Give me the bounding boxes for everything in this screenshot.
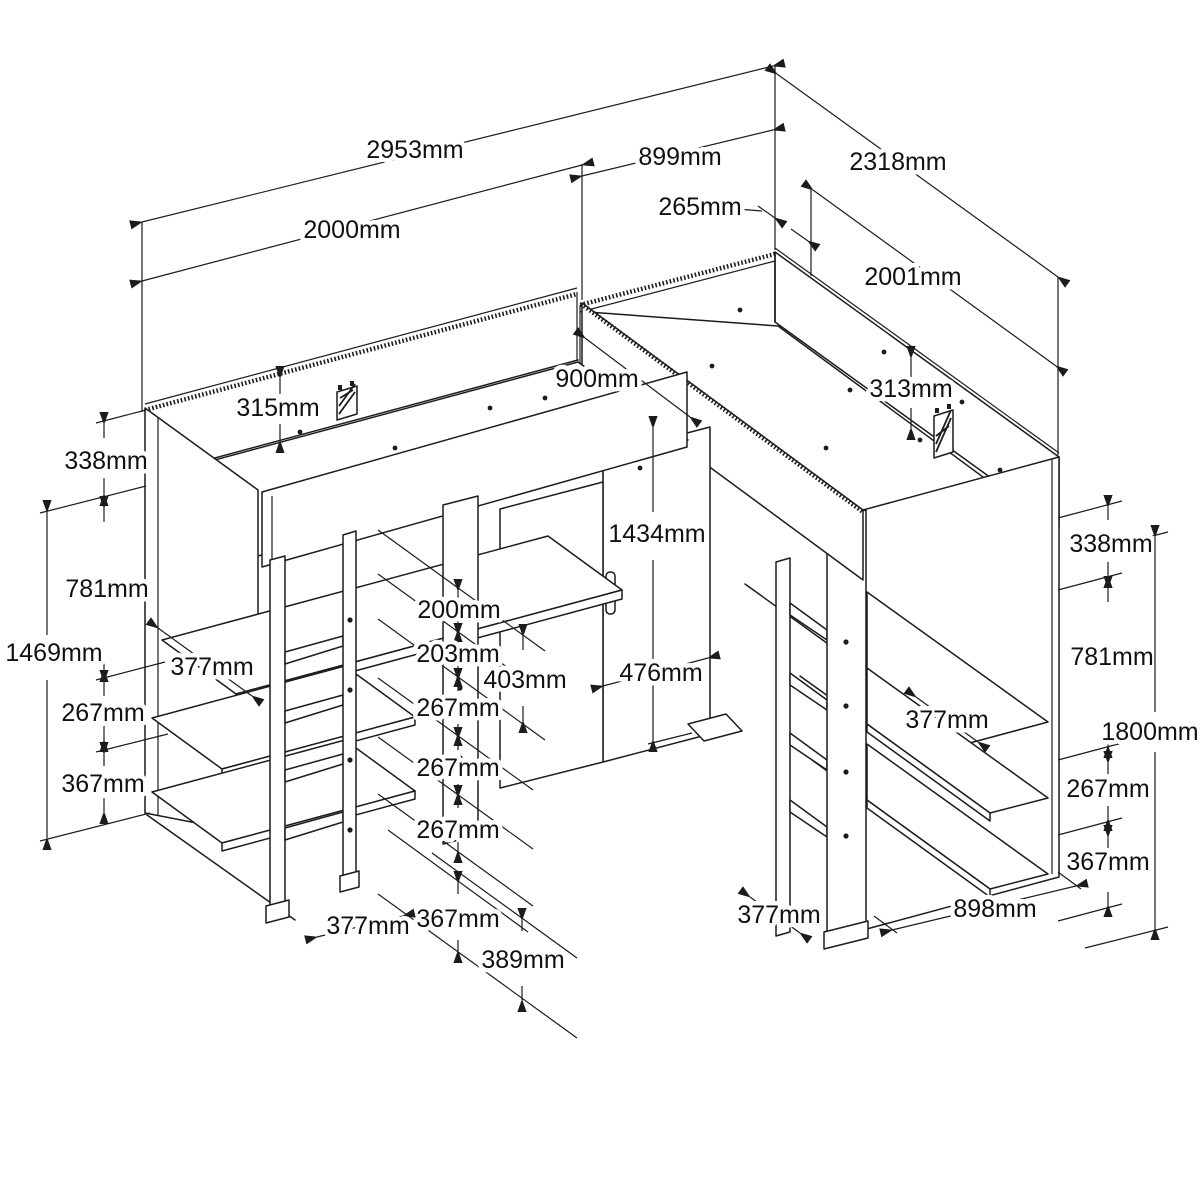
dim-1434: 1434mm <box>604 416 710 752</box>
dim-left-377: 377mm <box>145 617 265 707</box>
svg-text:338mm: 338mm <box>64 447 147 475</box>
dim-right-377: 377mm <box>901 686 993 753</box>
dim-898: 898mm <box>873 871 1089 938</box>
svg-text:267mm: 267mm <box>1066 775 1149 803</box>
dim-315: 315mm <box>232 366 324 453</box>
left-bed-back-rail-edge <box>144 291 578 413</box>
dim-2000: 2000mm <box>129 157 595 289</box>
dim-mid-203: 203mm <box>412 623 504 687</box>
svg-text:313mm: 313mm <box>869 375 952 403</box>
dim-left-338: 338mm <box>60 412 152 506</box>
dim-mid-367: 367mm <box>412 871 504 963</box>
left-ladder-foot <box>265 899 290 924</box>
svg-text:267mm: 267mm <box>61 699 144 727</box>
svg-text:267mm: 267mm <box>416 816 499 844</box>
dim-mid-267c: 267mm <box>412 785 504 863</box>
svg-text:476mm: 476mm <box>619 659 702 687</box>
svg-text:367mm: 367mm <box>1066 848 1149 876</box>
svg-text:2001mm: 2001mm <box>864 263 961 291</box>
svg-text:403mm: 403mm <box>483 666 566 694</box>
dimensions: 2953mm 2000mm 899mm 265mm 2318mm 2001mm … <box>1 58 1200 1039</box>
dim-mid-389: 389mm <box>477 908 569 1012</box>
dim-right-781: 781mm <box>1066 576 1158 758</box>
svg-text:781mm: 781mm <box>65 575 148 603</box>
svg-text:377mm: 377mm <box>905 706 988 734</box>
dim-2001: 2001mm <box>800 179 1069 377</box>
dim-mid-267b: 267mm <box>412 727 504 805</box>
dim-mid-403: 403mm <box>479 624 571 733</box>
dim-right-377b: 377mm <box>733 886 825 944</box>
svg-text:265mm: 265mm <box>658 193 741 221</box>
vent-grille-right <box>933 404 954 459</box>
dim-left-781: 781mm <box>61 496 153 682</box>
svg-text:898mm: 898mm <box>953 895 1036 923</box>
dim-265: 265mm <box>654 189 821 252</box>
dim-right-338: 338mm <box>1065 495 1157 588</box>
right-ladder <box>775 509 869 950</box>
dim-313: 313mm <box>865 346 957 440</box>
dim-left-367: 367mm <box>57 742 149 824</box>
cabinet-door <box>499 481 604 789</box>
left-ladder <box>265 530 360 924</box>
dim-1469: 1469mm <box>1 500 107 850</box>
right-ladder-left-rail <box>775 557 791 937</box>
dim-right-367: 367mm <box>1062 825 1154 917</box>
svg-text:200mm: 200mm <box>417 596 500 624</box>
dim-mid-200: 200mm <box>413 579 505 642</box>
left-ladder-left-rail <box>269 555 286 913</box>
vent-grille-left <box>336 381 358 421</box>
dim-2318: 2318mm <box>764 63 1071 288</box>
right-bed-head-rail-edge <box>579 251 776 308</box>
dim-mid-267a: 267mm <box>412 668 504 746</box>
dim-900: 900mm <box>551 327 703 428</box>
svg-text:1469mm: 1469mm <box>5 639 102 667</box>
svg-text:267mm: 267mm <box>416 694 499 722</box>
svg-text:203mm: 203mm <box>416 640 499 668</box>
svg-text:377mm: 377mm <box>326 912 409 940</box>
dim-left-267: 267mm <box>57 670 149 752</box>
dim-2953: 2953mm <box>129 58 786 230</box>
svg-text:2000mm: 2000mm <box>303 216 400 244</box>
svg-text:367mm: 367mm <box>416 905 499 933</box>
svg-text:781mm: 781mm <box>1070 643 1153 671</box>
dim-1800: 1800mm <box>1097 525 1200 940</box>
svg-text:1800mm: 1800mm <box>1101 718 1198 746</box>
svg-text:1434mm: 1434mm <box>608 520 705 548</box>
svg-text:377mm: 377mm <box>170 653 253 681</box>
dim-476: 476mm <box>590 650 721 694</box>
svg-text:367mm: 367mm <box>61 770 144 798</box>
svg-text:315mm: 315mm <box>236 394 319 422</box>
svg-text:900mm: 900mm <box>555 365 638 393</box>
right-ladder-foot <box>823 920 869 950</box>
cabinet-foot <box>687 713 743 742</box>
dim-899: 899mm <box>569 122 786 184</box>
svg-text:899mm: 899mm <box>638 143 721 171</box>
svg-text:377mm: 377mm <box>737 901 820 929</box>
svg-text:267mm: 267mm <box>416 754 499 782</box>
dim-label: 2953mm <box>366 136 463 164</box>
dim-right-267: 267mm <box>1062 751 1154 831</box>
svg-text:338mm: 338mm <box>1069 530 1152 558</box>
dim-mid-377: 377mm <box>304 908 416 945</box>
svg-text:2318mm: 2318mm <box>849 148 946 176</box>
svg-text:389mm: 389mm <box>481 946 564 974</box>
